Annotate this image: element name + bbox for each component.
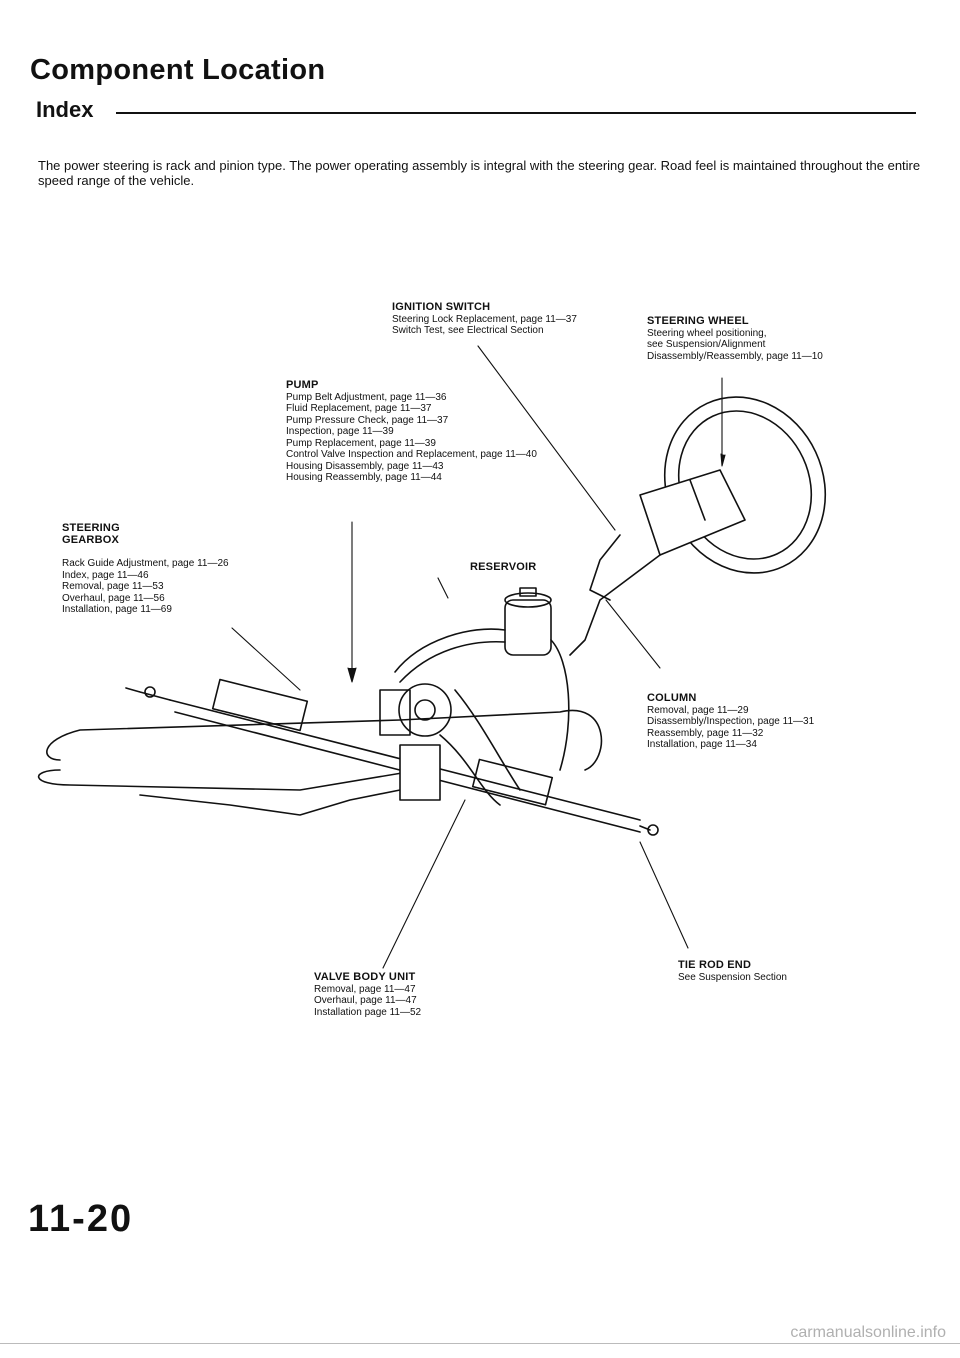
footer-rule — [0, 1343, 960, 1344]
ignition-switch-line: Steering Lock Replacement, page 11—37 — [392, 313, 577, 325]
valve-body-unit-heading: VALVE BODY UNIT — [314, 971, 416, 983]
ignition-switch-line: Switch Test, see Electrical Section — [392, 325, 544, 336]
pump-line: Control Valve Inspection and Replacement… — [286, 449, 537, 460]
column-callout: COLUMN Removal, page 11—29 Disassembly/I… — [647, 692, 815, 751]
valve-body-unit-line: Overhaul, page 11—47 — [314, 995, 417, 1006]
valve-body-unit-callout: VALVE BODY UNIT Removal, page 11—47 Over… — [314, 971, 422, 1018]
header-rule — [116, 112, 916, 114]
steering-gearbox-line: Overhaul, page 11—56 — [62, 592, 165, 604]
steering-wheel-heading: STEERING WHEEL — [647, 315, 749, 327]
column-line: Installation, page 11—34 — [647, 739, 757, 750]
steering-wheel-line: Disassembly/Reassembly, page 11—10 — [647, 350, 823, 362]
steering-gearbox-line: Removal, page 11—53 — [62, 581, 164, 592]
pump-heading: PUMP — [286, 379, 319, 391]
page-title: Component Location — [30, 54, 326, 86]
pump-line: Pump Belt Adjustment, page 11—36 — [286, 391, 447, 403]
pump-line: Housing Reassembly, page 11—44 — [286, 472, 442, 483]
column-line: Removal, page 11—29 — [647, 704, 749, 716]
column-line: Reassembly, page 11—32 — [647, 727, 764, 739]
hose-drawing — [37, 628, 603, 816]
column-drawing — [569, 469, 746, 656]
valve-body-unit-line: Installation page 11—52 — [314, 1006, 422, 1018]
leader-lines — [231, 345, 726, 969]
steering-gearbox-line: Installation, page 11—69 — [62, 604, 172, 615]
steering-gearbox-line: Rack Guide Adjustment, page 11—26 — [62, 558, 229, 569]
steering-gearbox-lines: Rack Guide Adjustment, page 11—26 Index,… — [62, 558, 229, 616]
steering-wheel-line: Steering wheel positioning, — [647, 327, 767, 339]
column-heading: COLUMN — [647, 692, 697, 704]
tie-rod-end-heading: TIE ROD END — [678, 959, 752, 971]
steering-wheel-drawing — [663, 396, 827, 574]
steering-wheel-line: see Suspension/Alignment — [647, 339, 766, 350]
reservoir-drawing — [504, 587, 552, 656]
valve-body-unit-line: Removal, page 11—47 — [314, 983, 416, 995]
pump-line: Housing Disassembly, page 11—43 — [286, 460, 444, 472]
column-line: Disassembly/Inspection, page 11—31 — [647, 716, 815, 727]
section-subtitle: Index — [36, 97, 94, 122]
steering-gearbox-callout: STEERING GEARBOX — [62, 522, 140, 546]
pump-line: Fluid Replacement, page 11—37 — [286, 403, 432, 414]
reservoir-heading: RESERVOIR — [470, 561, 537, 573]
ignition-switch-callout: IGNITION SWITCH Steering Lock Replacemen… — [392, 301, 577, 337]
reservoir-callout: RESERVOIR — [470, 561, 537, 574]
page-number: 11-20 — [28, 1198, 134, 1240]
steering-gearbox-line: Index, page 11—46 — [62, 569, 149, 581]
steering-rack-drawing — [125, 678, 659, 836]
pump-drawing — [379, 683, 452, 737]
intro-paragraph: The power steering is rack and pinion ty… — [38, 158, 921, 188]
pump-line: Pump Replacement, page 11—39 — [286, 437, 436, 449]
steering-wheel-callout: STEERING WHEEL Steering wheel positionin… — [647, 315, 823, 362]
pump-line: Inspection, page 11—39 — [286, 426, 394, 437]
tie-rod-end-line: See Suspension Section — [678, 971, 787, 983]
watermark: carmanualsonline.info — [790, 1324, 946, 1341]
pump-callout: PUMP Pump Belt Adjustment, page 11—36 Fl… — [286, 379, 537, 484]
tie-rod-end-callout: TIE ROD END See Suspension Section — [678, 959, 787, 983]
pump-line: Pump Pressure Check, page 11—37 — [286, 414, 449, 426]
ignition-switch-heading: IGNITION SWITCH — [392, 301, 491, 313]
steering-gearbox-heading: STEERING GEARBOX — [62, 522, 120, 546]
